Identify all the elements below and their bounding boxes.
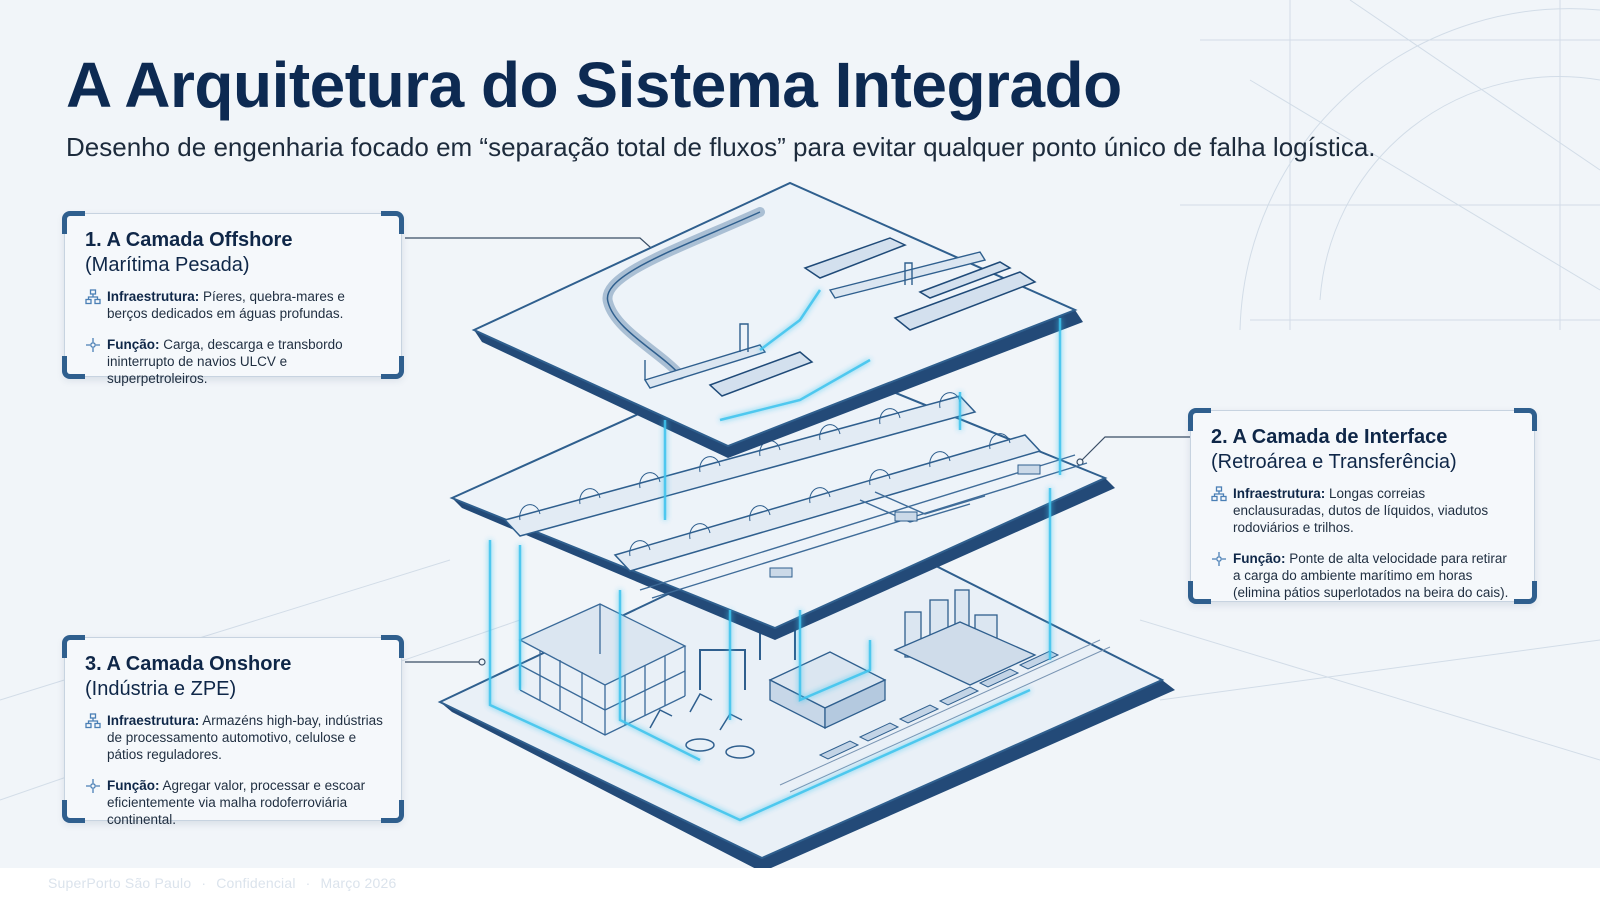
onshore-function-text: Agregar valor, processar e escoar eficie… xyxy=(107,778,366,827)
page-title: A Arquitetura do Sistema Integrado xyxy=(66,49,1122,121)
offshore-function-text: Carga, descarga e transbordo ininterrupt… xyxy=(107,337,343,386)
footer-band xyxy=(0,868,1600,900)
offshore-infrastructure-label: Infraestrutura: xyxy=(107,289,200,304)
footer-company: SuperPorto São Paulo xyxy=(48,875,192,891)
interface-infrastructure-item: Infraestrutura: Longas correias enclausu… xyxy=(1211,485,1516,536)
page-subtitle: Desenho de engenharia focado em “separaç… xyxy=(66,132,1376,162)
slide-canvas: A Arquitetura do Sistema Integrado Desen… xyxy=(0,0,1600,868)
interface-card-heading-sub: (Retroárea e Transferência) xyxy=(1211,451,1457,473)
offshore-card-heading-sub: (Marítima Pesada) xyxy=(85,254,250,276)
interface-function-item: Função: Ponte de alta velocidade para re… xyxy=(1211,550,1516,601)
onshore-infrastructure-text: Armazéns high-bay, indústrias de process… xyxy=(107,713,383,762)
onshore-infrastructure-item: Infraestrutura: Armazéns high-bay, indús… xyxy=(85,712,383,763)
offshore-function-label: Função: xyxy=(107,337,160,352)
interface-platform xyxy=(449,346,1115,640)
onshore-card-heading: 3. A Camada Onshore (Indústria e ZPE) xyxy=(85,652,383,702)
interface-layer-card: 2. A Camada de Interface (Retroárea e Tr… xyxy=(1188,408,1537,604)
interface-infrastructure-label: Infraestrutura: xyxy=(1233,486,1326,501)
interface-card-heading: 2. A Camada de Interface (Retroárea e Tr… xyxy=(1211,425,1516,475)
flow-icon xyxy=(1212,552,1226,566)
offshore-infrastructure-text: Píeres, quebra-mares e berços dedicados … xyxy=(107,289,345,321)
interface-infrastructure-text: Longas correias enclausuradas, dutos de … xyxy=(1233,486,1489,535)
network-icon xyxy=(1211,486,1227,502)
offshore-platform xyxy=(471,181,1083,458)
system-architecture-illustration xyxy=(405,181,1192,868)
interface-card-heading-main: 2. A Camada de Interface xyxy=(1211,426,1448,448)
flow-icon xyxy=(86,779,100,793)
offshore-card-heading-main: 1. A Camada Offshore xyxy=(85,229,293,251)
onshore-card-heading-main: 3. A Camada Onshore xyxy=(85,653,292,675)
ship-group xyxy=(708,237,1037,397)
footer: SuperPorto São Paulo·Confidencial·Março … xyxy=(48,875,397,891)
onshore-card-heading-sub: (Indústria e ZPE) xyxy=(85,678,237,700)
offshore-layer-card: 1. A Camada Offshore (Marítima Pesada) I… xyxy=(62,211,404,386)
onshore-infrastructure-label: Infraestrutura: xyxy=(107,713,200,728)
offshore-infrastructure-item: Infraestrutura: Píeres, quebra-mares e b… xyxy=(85,288,383,322)
interface-function-label: Função: xyxy=(1233,551,1286,566)
offshore-card-heading: 1. A Camada Offshore (Marítima Pesada) xyxy=(85,228,383,278)
network-icon xyxy=(85,713,101,729)
flow-lines xyxy=(488,289,1062,822)
onshore-function-label: Função: xyxy=(107,778,160,793)
offshore-function-item: Função: Carga, descarga e transbordo ini… xyxy=(85,336,383,387)
footer-date: Março 2026 xyxy=(320,875,397,891)
onshore-layer-card: 3. A Camada Onshore (Indústria e ZPE) In… xyxy=(62,635,404,827)
interface-function-text: Ponte de alta velocidade para retirar a … xyxy=(1233,551,1509,600)
network-icon xyxy=(85,289,101,305)
flow-icon xyxy=(86,338,100,352)
footer-classification: Confidencial xyxy=(216,875,296,891)
onshore-function-item: Função: Agregar valor, processar e escoa… xyxy=(85,777,383,828)
